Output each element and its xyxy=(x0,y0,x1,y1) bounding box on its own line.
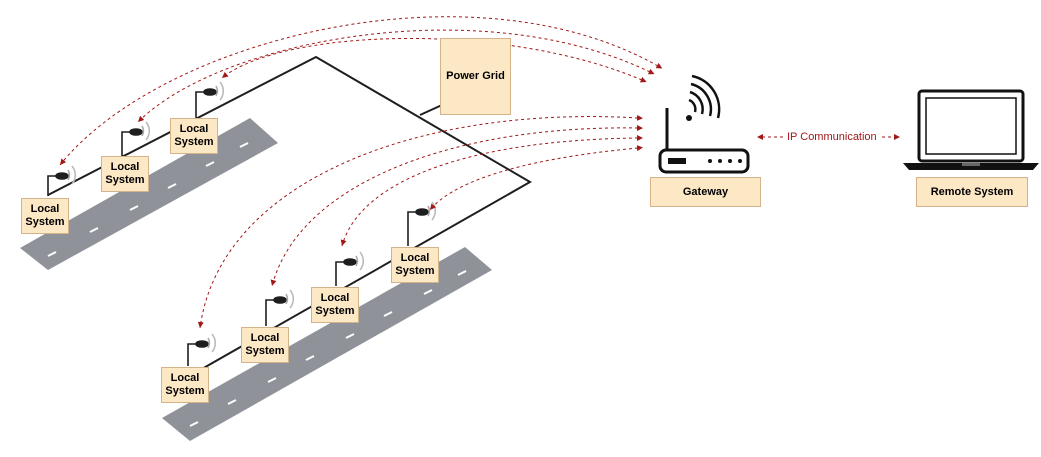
power-grid-label: Power Grid xyxy=(446,70,505,82)
power-grid-node: Power Grid xyxy=(440,38,511,115)
local-system-node: Local System xyxy=(241,327,289,363)
local-system-node: Local System xyxy=(170,118,218,154)
road-lower xyxy=(162,247,492,441)
street-lamp-icon xyxy=(47,165,77,196)
local-system-node: Local System xyxy=(161,367,209,403)
wireless-links-lower xyxy=(197,114,643,329)
street-lamp-icon xyxy=(265,289,295,326)
laptop-icon xyxy=(903,89,1039,170)
local-system-label: Local System xyxy=(395,252,435,277)
local-system-node: Local System xyxy=(21,198,69,234)
road-upper xyxy=(20,118,278,270)
remote-system-label: Remote System xyxy=(930,185,1014,198)
local-system-node: Local System xyxy=(101,156,149,192)
local-system-label: Local System xyxy=(245,332,285,357)
local-system-label: Local System xyxy=(105,161,145,186)
local-system-node: Local System xyxy=(391,247,439,283)
grid-connector xyxy=(419,104,443,116)
gateway-node: Gateway xyxy=(650,177,761,207)
gateway-label: Gateway xyxy=(682,185,729,198)
ip-communication-label: IP Communication xyxy=(785,131,879,143)
wifi-router-icon xyxy=(658,74,750,174)
street-lamp-icon xyxy=(335,251,365,286)
wireless-links-upper xyxy=(59,16,663,166)
local-system-label: Local System xyxy=(165,372,205,397)
local-system-label: Local System xyxy=(174,123,214,148)
local-system-label: Local System xyxy=(315,292,355,317)
local-system-label: Local System xyxy=(25,203,65,228)
remote-system-node: Remote System xyxy=(916,177,1028,207)
local-system-node: Local System xyxy=(311,287,359,323)
street-lamp-icon xyxy=(187,333,217,366)
